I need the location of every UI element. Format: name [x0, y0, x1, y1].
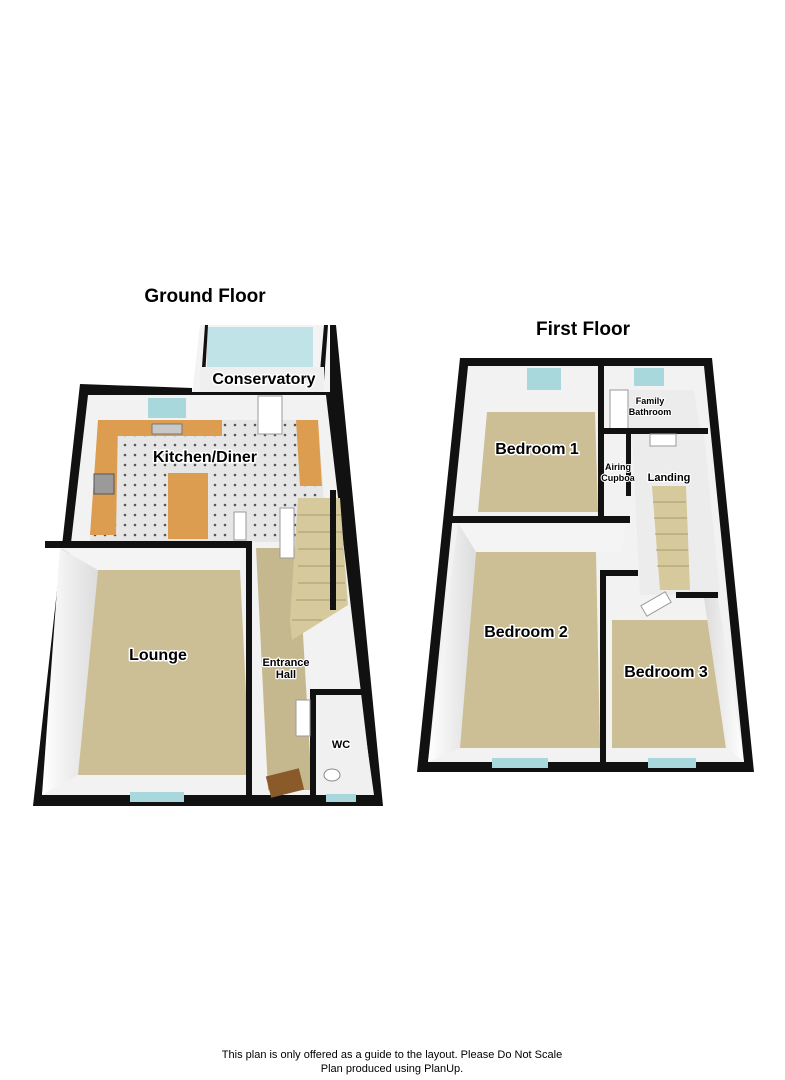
bedroom-1-label: Bedroom 1 — [495, 441, 579, 458]
kitchen-hob — [93, 473, 115, 495]
wc-toilet — [323, 768, 341, 782]
wc: WC — [295, 689, 374, 806]
kitchen-lounge-wall — [45, 541, 250, 548]
first-floor: First Floor Bedroom 1 Family Bathroom Ai… — [417, 319, 754, 772]
airing-cupboard: Airing Cupboa — [600, 434, 637, 496]
bathroom-bath — [609, 389, 629, 431]
bedroom-3-label: Bedroom 3 — [624, 664, 708, 681]
bathroom-floor — [610, 390, 700, 428]
kitchen-diner-label: Kitchen/Diner — [153, 449, 257, 466]
hall-door-top — [279, 507, 295, 559]
bedroom-3-floor — [612, 620, 726, 748]
bedroom-2-label: Bedroom 2 — [484, 624, 568, 641]
bedroom-2-side-left — [428, 523, 476, 762]
kitchen-worktop-island — [168, 473, 208, 539]
bedroom-2-3-wall — [600, 570, 606, 770]
landing-stair-treads — [653, 501, 689, 567]
entrance-hall-label-line1: Entrance — [262, 657, 309, 669]
bedroom-1-right-wall — [598, 366, 604, 516]
bedroom-2-floor — [460, 552, 600, 748]
bathroom-window — [634, 368, 664, 386]
bedroom-2: Bedroom 2 — [428, 523, 626, 768]
airing-cupboard-label-line2: Cupboa — [601, 473, 635, 483]
ground-floor: Ground Floor Conservatory Kitchen/D — [33, 286, 383, 806]
conservatory-label: Conservatory — [212, 371, 315, 388]
bedroom-1: Bedroom 1 — [478, 368, 598, 512]
bathroom-floor-wall — [604, 428, 708, 434]
wc-top-wall — [310, 689, 366, 695]
disclaimer-line-1: This plan is only offered as a guide to … — [222, 1049, 562, 1061]
landing: Landing — [632, 433, 720, 617]
bedroom-2-window — [492, 758, 548, 768]
landing-door-bathroom — [649, 433, 677, 447]
family-bathroom-label-line2: Bathroom — [629, 407, 672, 417]
bedroom-3: Bedroom 3 — [612, 598, 744, 768]
landing-stairwell — [652, 486, 690, 590]
ground-floor-title: Ground Floor — [144, 286, 266, 307]
kitchen-diner: Kitchen/Diner — [90, 395, 326, 542]
wc-door — [295, 699, 311, 737]
bedroom-2-back-wall — [458, 523, 626, 552]
lounge-hall-wall — [246, 541, 252, 806]
conservatory: Conservatory — [192, 325, 333, 397]
kitchen-sink — [151, 423, 183, 435]
bedroom-3-window — [648, 758, 696, 768]
landing-door-bedroom3 — [640, 591, 672, 617]
lounge-window — [130, 792, 184, 802]
front-door-mat — [265, 768, 305, 798]
stair-wall — [330, 490, 336, 610]
disclaimer: This plan is only offered as a guide to … — [222, 1049, 562, 1075]
first-floor-title: First Floor — [536, 319, 631, 340]
kitchen-worktop-right — [296, 420, 322, 486]
wc-window — [326, 794, 356, 802]
disclaimer-line-2: Plan produced using PlanUp. — [321, 1063, 463, 1075]
bedroom-3-side-right — [704, 598, 744, 762]
lounge-floor — [78, 570, 250, 775]
airing-cupboard-label-line1: Airing — [605, 462, 631, 472]
bedroom-1-bottom-wall — [452, 516, 630, 523]
bedroom-3-top-wall — [600, 570, 638, 576]
landing-bedroom-3-wall — [676, 592, 718, 598]
lounge: Lounge — [42, 548, 250, 802]
lounge-side-shadow-left — [42, 548, 98, 795]
hall-door-kitchen — [233, 511, 247, 541]
bedroom-1-window — [527, 368, 561, 390]
kitchen-window — [148, 398, 186, 418]
wc-label: WC — [332, 739, 350, 751]
family-bathroom: Family Bathroom — [604, 368, 708, 434]
family-bathroom-label-line1: Family — [636, 396, 665, 406]
kitchen-door — [257, 395, 283, 435]
lounge-label: Lounge — [129, 647, 187, 664]
conservatory-window — [207, 327, 313, 367]
lounge-back-wall — [60, 548, 244, 570]
airing-cupboard-wall — [626, 434, 631, 496]
wc-left-wall — [310, 689, 316, 806]
bedroom-1-floor — [478, 412, 598, 512]
landing-label: Landing — [648, 472, 691, 484]
entrance-hall-label-line2: Hall — [276, 669, 296, 681]
